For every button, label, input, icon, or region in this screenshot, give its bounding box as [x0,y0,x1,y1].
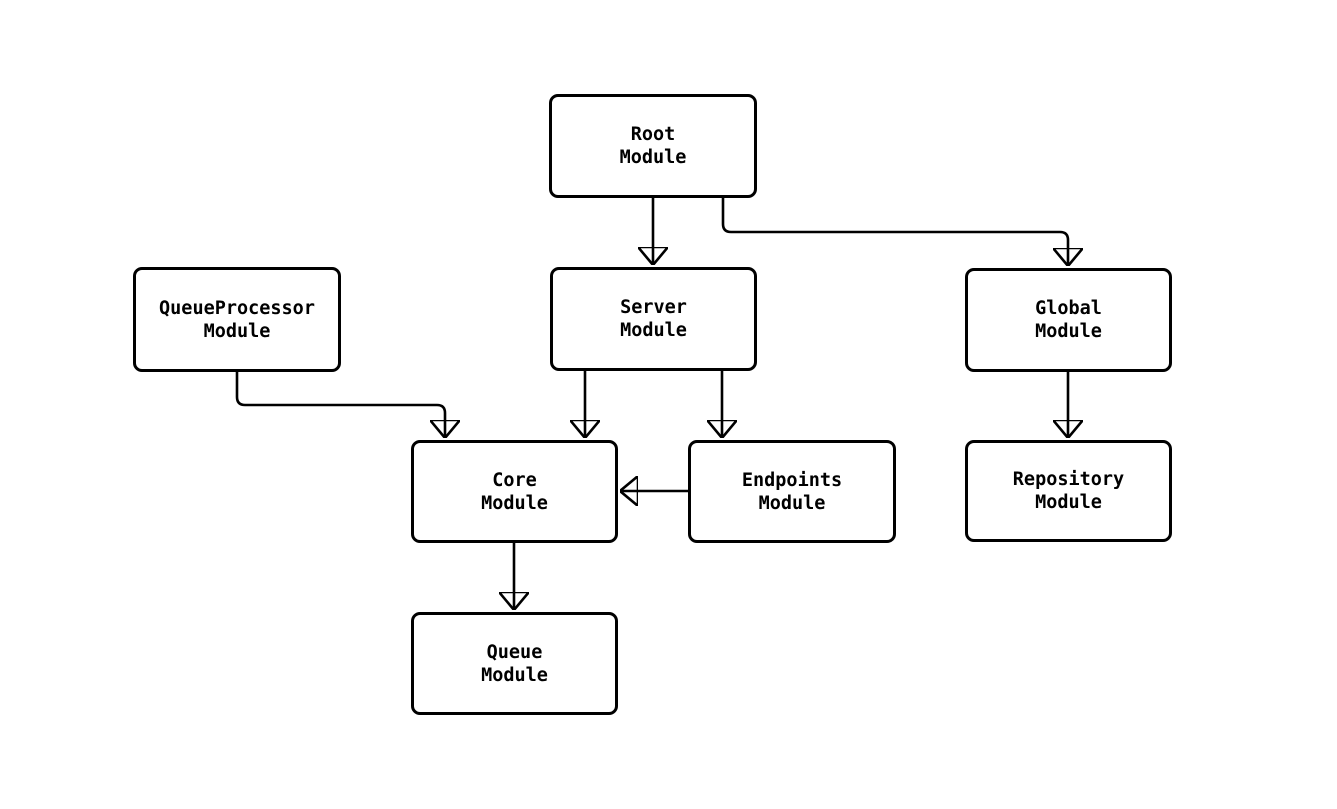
node-root-label-line1: Root [630,124,676,145]
node-queue-label-line2: Module [481,664,548,686]
node-queue-module: Queue Module [411,612,618,715]
node-server-module: Server Module [550,267,757,371]
node-repository-label-line2: Module [1035,492,1102,513]
node-global-label-line2: Module [1035,321,1102,342]
node-endpoints-module: Endpoints Module [688,440,896,543]
node-repository-label-line1: Repository [1012,469,1125,490]
node-queueprocessor-label-line2: Module [203,320,271,342]
node-core-label-line2: Module [481,492,548,514]
node-core-label-line1: Core [492,469,537,491]
edge-queueprocessor-to-core [235,372,445,436]
node-queueprocessor-module: QueueProcessor Module [133,267,341,372]
node-core-module: Core Module [411,440,618,543]
node-queue-label-line1: Queue [486,641,543,663]
node-queueprocessor-label-line1: QueueProcessor [159,297,315,319]
node-root-label-line2: Module [619,147,687,168]
node-endpoints-label-line1: Endpoints [741,469,843,491]
node-root-module: Root Module [549,94,757,198]
node-endpoints-label-line2: Module [758,492,826,514]
edge-root-to-global [721,198,1068,264]
node-repository-module: Repository Module [965,440,1172,542]
node-server-label-line2: Module [620,320,687,341]
node-global-label-line1: Global [1035,298,1102,319]
node-server-label-line1: Server [620,297,687,318]
node-global-module: Global Module [965,268,1172,372]
